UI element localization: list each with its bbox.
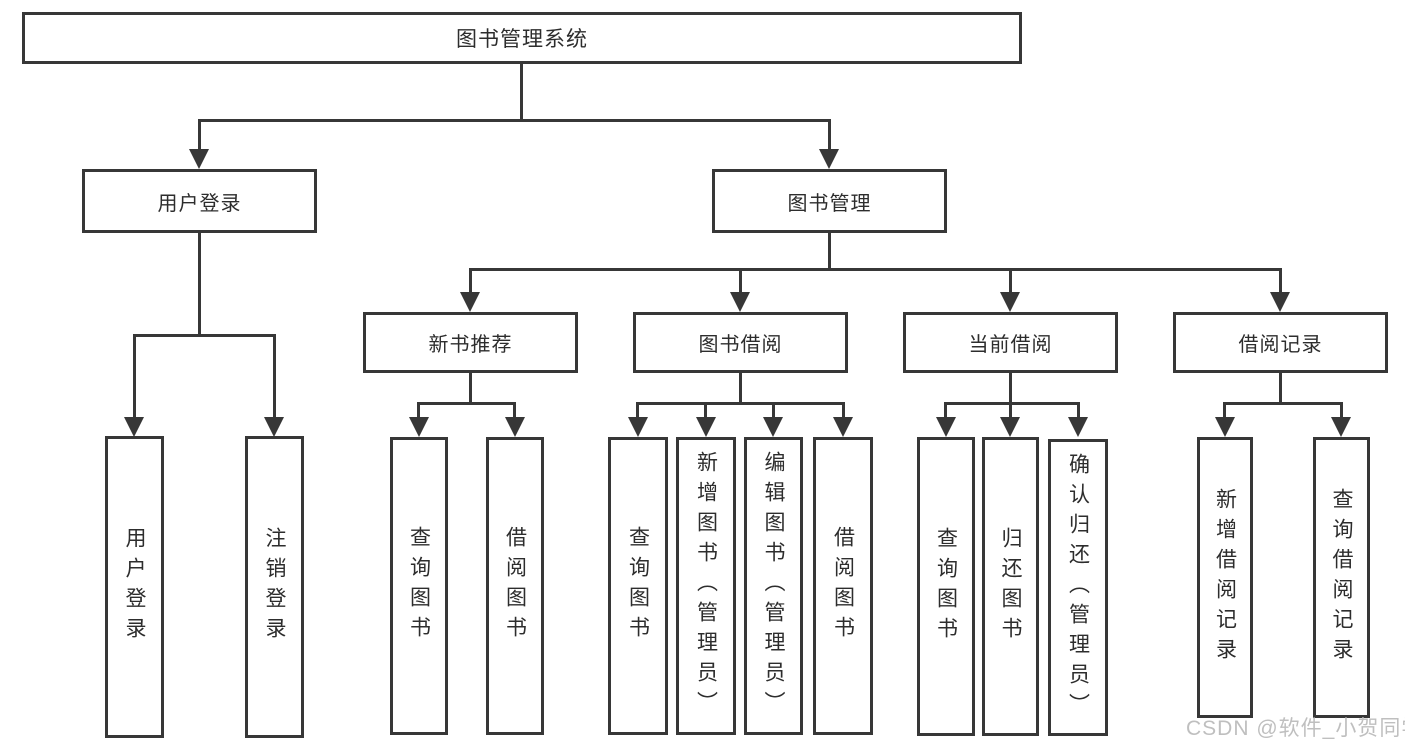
connector-line xyxy=(198,232,201,336)
node-book-management: 图书管理 xyxy=(712,169,947,233)
node-label: 图书管理系统 xyxy=(456,28,588,51)
connector-line xyxy=(469,372,472,405)
arrow-down-icon xyxy=(505,417,525,437)
connector-line xyxy=(828,119,831,151)
node-label: 归还图书 xyxy=(999,526,1023,647)
connector-line xyxy=(1223,402,1343,405)
connector-line xyxy=(1279,268,1282,294)
node-label: 查询图书 xyxy=(934,526,958,647)
arrow-down-icon xyxy=(409,417,429,437)
arrow-down-icon xyxy=(628,417,648,437)
node-label: 借阅图书 xyxy=(831,526,855,646)
node-label: 确认归还（管理员） xyxy=(1066,452,1090,723)
node-label: 图书借阅 xyxy=(698,334,783,356)
connector-line xyxy=(417,402,420,419)
node-label: 新增图书（管理员） xyxy=(694,451,718,721)
leaf-return-book: 归还图书 xyxy=(982,437,1039,736)
arrow-down-icon xyxy=(1000,417,1020,437)
node-user-login: 用户登录 xyxy=(82,169,317,233)
connector-line xyxy=(828,232,831,271)
node-label: 新书推荐 xyxy=(428,334,513,356)
arrow-down-icon xyxy=(936,417,956,437)
node-borrowing-records: 借阅记录 xyxy=(1173,312,1388,373)
node-label: 注销登录 xyxy=(263,527,287,647)
connector-line xyxy=(1279,372,1282,405)
connector-line xyxy=(469,268,1281,271)
leaf-edit-book-admin: 编辑图书（管理员） xyxy=(744,437,803,735)
connector-line xyxy=(1009,372,1012,405)
leaf-confirm-return-admin: 确认归还（管理员） xyxy=(1048,439,1108,736)
connector-line xyxy=(1340,402,1343,419)
node-book-borrowing: 图书借阅 xyxy=(633,312,848,373)
leaf-add-book-admin: 新增图书（管理员） xyxy=(676,437,736,735)
connector-line xyxy=(1223,402,1226,419)
connector-line xyxy=(1077,402,1080,419)
arrow-down-icon xyxy=(1000,292,1020,312)
connector-line xyxy=(1009,402,1012,419)
leaf-query-books-recommend: 查询图书 xyxy=(390,437,448,735)
connector-line xyxy=(513,402,516,419)
connector-line xyxy=(842,402,845,419)
node-label: 借阅记录 xyxy=(1238,334,1323,356)
node-label: 当前借阅 xyxy=(968,334,1053,356)
node-new-book-recommendation: 新书推荐 xyxy=(363,312,578,373)
connector-line xyxy=(944,402,947,419)
arrow-down-icon xyxy=(1270,292,1290,312)
arrow-down-icon xyxy=(763,417,783,437)
node-label: 查询借阅记录 xyxy=(1330,487,1354,668)
node-label: 用户登录 xyxy=(157,192,242,215)
connector-line xyxy=(704,402,707,419)
connector-line xyxy=(739,372,742,405)
node-label: 查询图书 xyxy=(626,526,650,646)
connector-line xyxy=(417,402,516,405)
arrow-down-icon xyxy=(833,417,853,437)
arrow-down-icon xyxy=(696,417,716,437)
connector-line xyxy=(520,63,523,122)
connector-line xyxy=(198,119,831,122)
leaf-user-login: 用户登录 xyxy=(105,436,164,738)
arrow-down-icon xyxy=(1331,417,1351,437)
connector-line xyxy=(636,402,845,405)
node-label: 查询图书 xyxy=(407,526,431,646)
node-library-system: 图书管理系统 xyxy=(22,12,1022,64)
connector-line xyxy=(133,334,276,337)
arrow-down-icon xyxy=(1068,417,1088,437)
connector-line xyxy=(469,268,472,294)
arrow-down-icon xyxy=(460,292,480,312)
node-label: 新增借阅记录 xyxy=(1213,487,1237,668)
arrow-down-icon xyxy=(819,149,839,169)
leaf-query-books-current: 查询图书 xyxy=(917,437,975,736)
connector-line xyxy=(944,402,1080,405)
arrow-down-icon xyxy=(124,417,144,437)
node-label: 图书管理 xyxy=(787,192,872,215)
connector-line xyxy=(133,334,136,419)
leaf-borrow-books-recommend: 借阅图书 xyxy=(486,437,544,735)
connector-line xyxy=(273,334,276,419)
node-label: 编辑图书（管理员） xyxy=(762,451,786,721)
arrow-down-icon xyxy=(264,417,284,437)
csdn-watermark: CSDN @软件_小贺同学 xyxy=(1186,717,1405,740)
connector-line xyxy=(739,268,742,294)
node-label: 用户登录 xyxy=(123,527,147,647)
leaf-query-books-borrowing: 查询图书 xyxy=(608,437,668,735)
leaf-add-borrow-record: 新增借阅记录 xyxy=(1197,437,1253,718)
arrow-down-icon xyxy=(1215,417,1235,437)
leaf-query-borrow-record: 查询借阅记录 xyxy=(1313,437,1370,718)
arrow-down-icon xyxy=(730,292,750,312)
connector-line xyxy=(198,119,201,151)
arrow-down-icon xyxy=(189,149,209,169)
leaf-borrow-books: 借阅图书 xyxy=(813,437,873,735)
connector-line xyxy=(636,402,639,419)
node-label: 借阅图书 xyxy=(503,526,527,646)
connector-line xyxy=(772,402,775,419)
connector-line xyxy=(1009,268,1012,294)
node-current-borrowing: 当前借阅 xyxy=(903,312,1118,373)
leaf-logout: 注销登录 xyxy=(245,436,304,738)
